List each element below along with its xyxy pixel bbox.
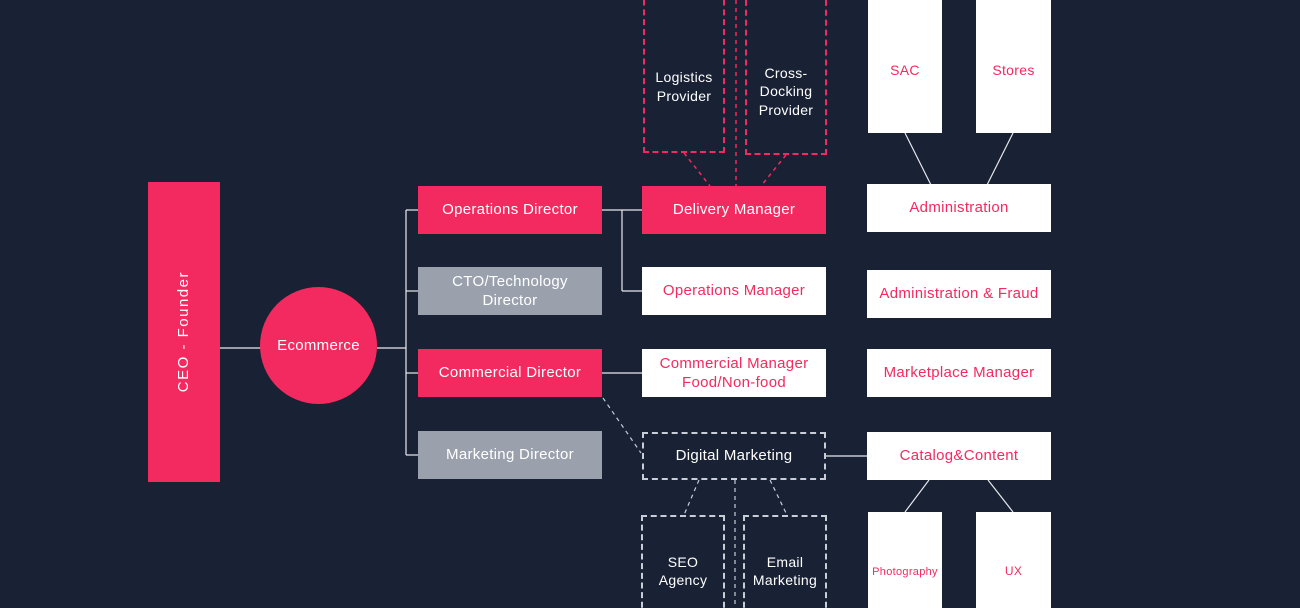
operations-director-label: Operations Director [442, 201, 578, 219]
seo-agency-label: SEO Agency [658, 553, 708, 588]
node-marketplace-manager: Marketplace Manager [867, 349, 1051, 397]
line-digital-marketing-email [769, 479, 788, 516]
node-commercial-manager: Commercial Manager Food/Non-food [642, 349, 826, 397]
operations-manager-label: Operations Manager [662, 282, 806, 300]
sac-label: SAC [890, 62, 920, 79]
marketplace-manager-label: Marketplace Manager [883, 364, 1035, 382]
line-logistics-delivery [683, 152, 711, 187]
digital-marketing-label: Digital Marketing [675, 447, 793, 465]
cto-technology-director-label: CTO/Technology Director [452, 272, 568, 310]
line-sac-administration [904, 132, 932, 186]
marketing-director-label: Marketing Director [446, 446, 574, 464]
commercial-director-label: Commercial Director [438, 364, 582, 382]
node-logistics-provider: Logistics Provider [643, 0, 725, 153]
node-operations-director: Operations Director [418, 186, 602, 234]
node-photography: Photography [868, 512, 942, 608]
line-crossdocking-delivery [760, 154, 787, 187]
node-ux: UX [976, 512, 1051, 608]
node-delivery-manager: Delivery Manager [642, 186, 826, 234]
administration-fraud-label: Administration & Fraud [879, 285, 1039, 303]
node-marketing-director: Marketing Director [418, 431, 602, 479]
line-digital-marketing-seo [683, 479, 700, 516]
line-catalog-photography [904, 479, 930, 513]
node-email-marketing: Email Marketing [743, 515, 827, 608]
administration-label: Administration [909, 199, 1009, 217]
node-sac: SAC [868, 0, 942, 133]
node-operations-manager: Operations Manager [642, 267, 826, 315]
ux-label: UX [1004, 564, 1023, 579]
line-commercial-director-digital-marketing [602, 397, 642, 454]
node-administration: Administration [867, 184, 1051, 232]
logistics-provider-label: Logistics Provider [655, 69, 713, 104]
node-ecommerce: Ecommerce [260, 287, 377, 404]
stores-label: Stores [992, 62, 1035, 79]
node-catalog-content: Catalog&Content [867, 432, 1051, 480]
email-marketing-label: Email Marketing [752, 553, 818, 588]
node-seo-agency: SEO Agency [641, 515, 725, 608]
node-commercial-director: Commercial Director [418, 349, 602, 397]
commercial-manager-label: Commercial Manager Food/Non-food [659, 354, 809, 392]
line-stores-administration [986, 132, 1014, 186]
cross-docking-provider-label: Cross-Docking Provider [758, 65, 814, 118]
node-administration-fraud: Administration & Fraud [867, 270, 1051, 318]
catalog-content-label: Catalog&Content [899, 447, 1019, 465]
ecommerce-label: Ecommerce [277, 336, 360, 354]
line-catalog-ux [987, 479, 1014, 513]
photography-label: Photography [872, 565, 938, 578]
delivery-manager-label: Delivery Manager [672, 201, 796, 219]
node-digital-marketing: Digital Marketing [642, 432, 826, 480]
node-cto-technology-director: CTO/Technology Director [418, 267, 602, 315]
ceo-founder-label: CEO - Founder [175, 271, 193, 393]
node-ceo-founder: CEO - Founder [148, 182, 220, 482]
node-cross-docking-provider: Cross-Docking Provider [745, 0, 827, 155]
node-stores: Stores [976, 0, 1051, 133]
